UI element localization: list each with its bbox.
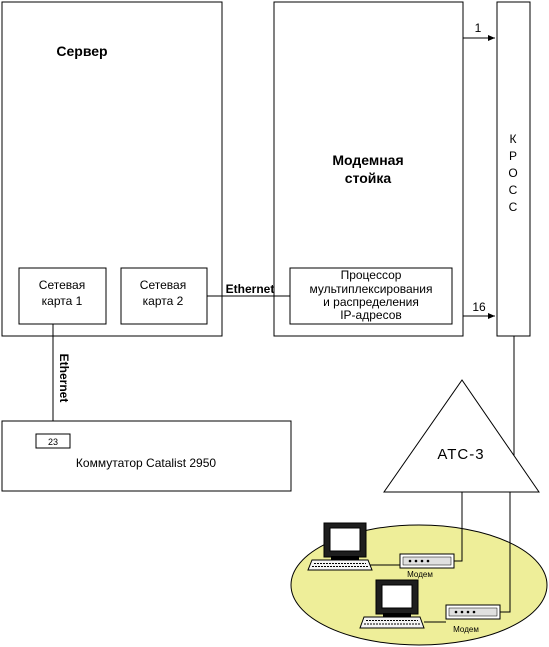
network-card-1: Сетевая карта 1 [18,267,107,325]
modem-2-icon [445,604,501,620]
modem-1-label: Модем [407,570,433,579]
cross-block: К Р О С С [496,1,531,337]
processor-line4: IP-адресов [340,308,402,322]
server: Сервер Сетевая карта 1 Сетевая карта 2 [1,1,223,337]
modem-1-icon [399,553,455,569]
ats-to-modem-2-line [500,492,511,613]
processor-line2: мультиплексирования [310,282,433,296]
network-card-2-line2: карта 2 [143,294,184,308]
processor-line1: Процессор [341,268,402,282]
computer-2-icon [359,579,425,629]
modem-rack: Модемная стойка Процессор мультиплексиро… [273,1,464,337]
switch: 23 Коммутатор Catalist 2950 [1,420,292,492]
cross-letter-2: Р [509,149,517,163]
arrow-label-16: 16 [472,300,486,314]
server-title: Сервер [56,43,107,59]
cross-letter-4: С [509,183,518,197]
arrow-label-1: 1 [475,21,482,35]
network-card-2-line1: Сетевая [140,278,186,292]
workstation-1: Модем [307,522,455,579]
network-card-2: Сетевая карта 2 [120,267,208,325]
network-card-1-line2: карта 1 [42,294,83,308]
processor-block: Процессор мультиплексирования и распреде… [289,267,453,325]
modem-rack-title-line1: Модемная [332,152,403,168]
modem-rack-title-line2: стойка [345,170,392,186]
ethernet-label-vertical: Ethernet [57,354,71,403]
ethernet-label-horizontal: Ethernet [226,282,275,296]
ats-to-modem-1-line [454,492,463,562]
cross-letter-1: К [510,132,517,146]
workstation-2: Модем [359,579,501,634]
ats-triangle [383,379,540,493]
cross-letter-3: О [508,166,517,180]
switch-port-23 [35,433,71,449]
switch-port-label: 23 [48,437,58,447]
ats: АТС-3 [383,379,540,493]
processor-line3: и распределения [323,295,419,309]
switch-label: Коммутатор Catalist 2950 [76,456,216,470]
modem-2-label: Модем [453,625,479,634]
computer-1-icon [307,522,373,571]
switch-box [1,420,292,492]
ats-label: АТС-3 [437,446,484,463]
cross-letter-5: С [509,200,518,214]
network-card-1-line1: Сетевая [39,278,85,292]
